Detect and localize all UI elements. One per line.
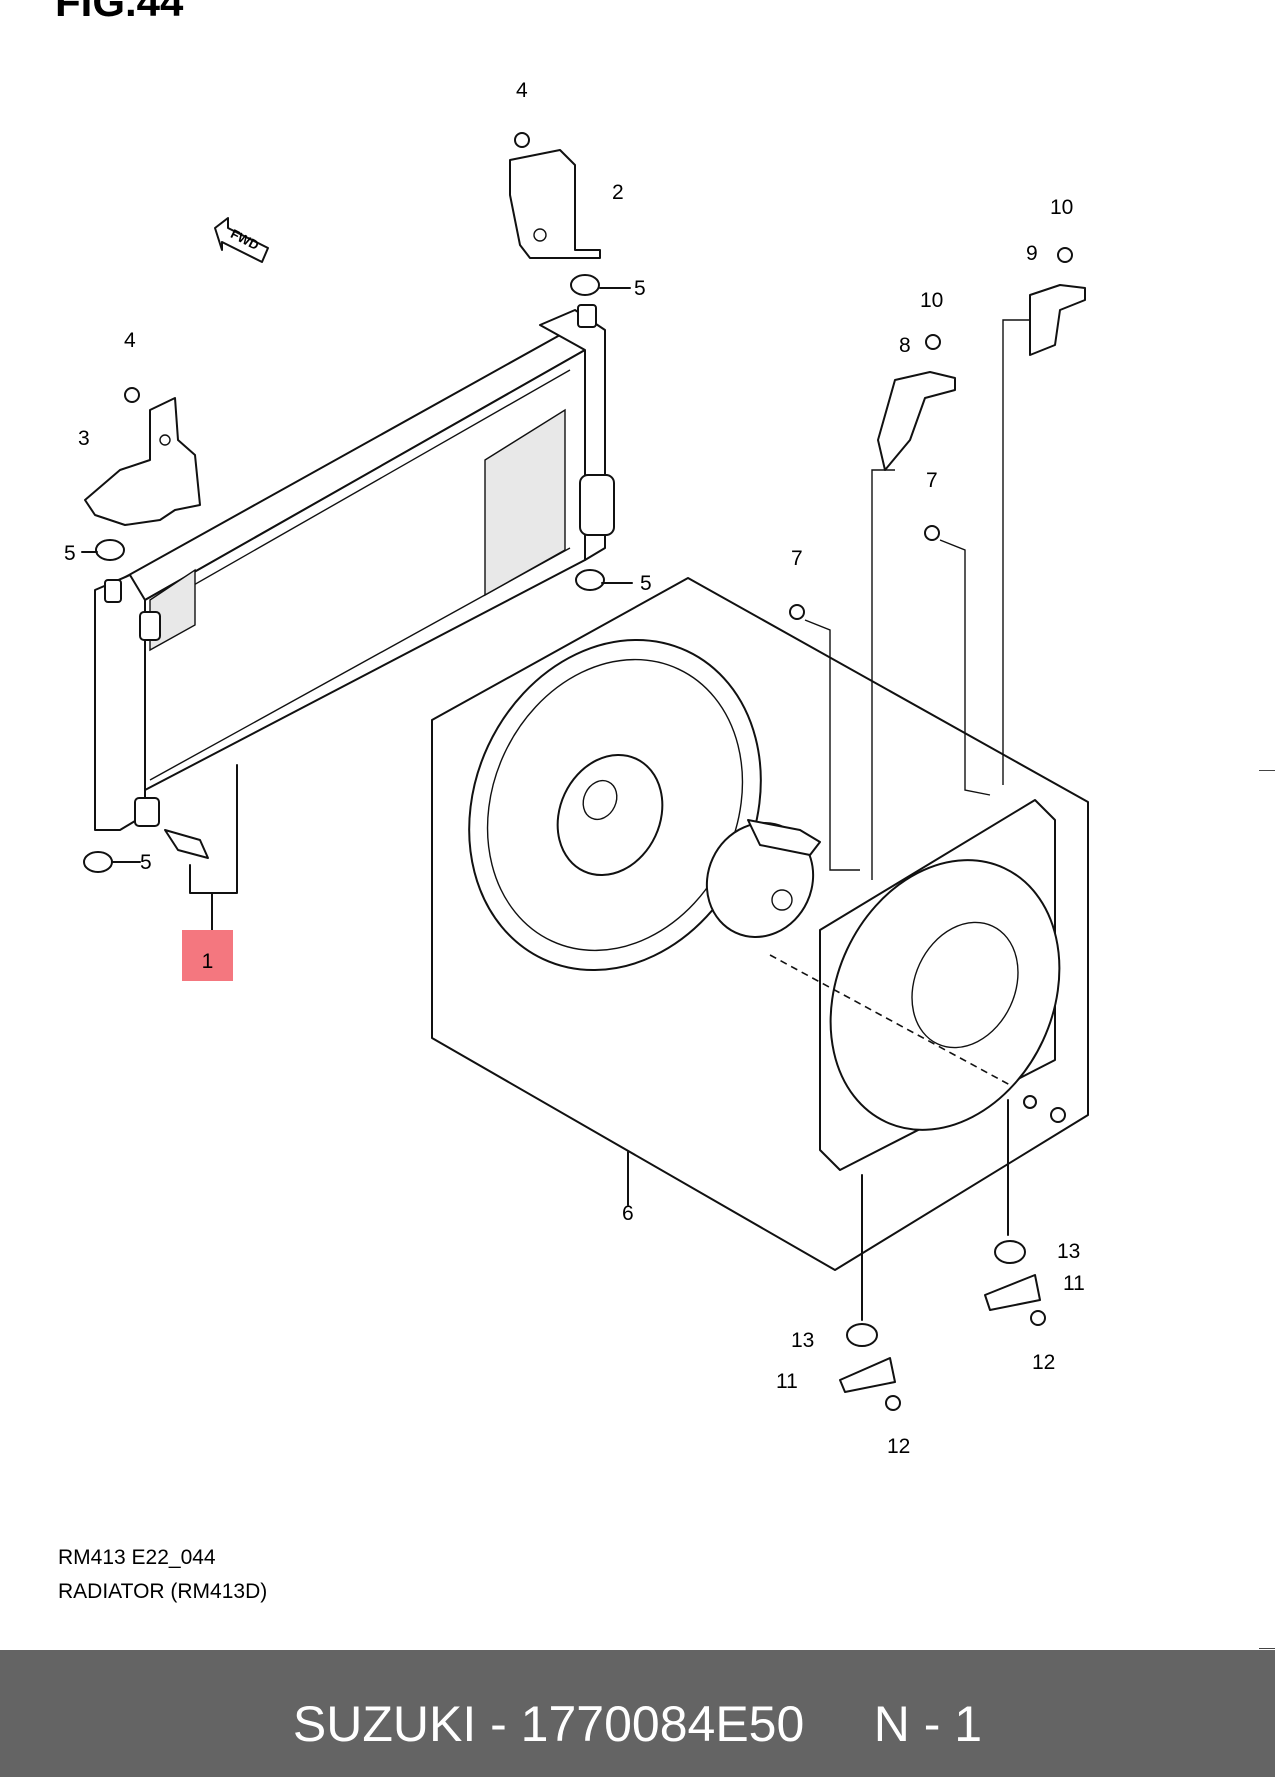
callout-10-left: 10 [920,289,944,312]
callout-2: 2 [612,181,624,204]
callout-5-bottom: 5 [140,851,152,874]
radiator-exploded-diagram [81,132,1089,1411]
highlighted-part-box[interactable] [182,930,233,981]
diagram-name: RADIATOR (RM413D) [58,1580,268,1603]
bracket-3 [84,397,201,526]
callout-12-left: 12 [887,1435,911,1458]
callout-5-left: 5 [64,542,76,565]
figure-title: FIG.44 [55,0,184,25]
radiator-right-tank [539,304,615,561]
bracket-8 [871,371,956,880]
callout-4-top: 4 [516,79,528,102]
callout-3: 3 [78,427,90,450]
callout-5-top: 5 [634,277,646,300]
bracket-2 [509,149,601,259]
diagram-code: RM413 E22_044 [58,1546,216,1569]
callout-1: 1 [201,950,214,973]
fan-motor [705,819,821,938]
footer-bar: SUZUKI - 1770084E50 N - 1 [0,1650,1275,1777]
callout-10-right: 10 [1050,196,1074,219]
bolt-7 [789,525,991,871]
callout-13-right: 13 [1057,1240,1081,1263]
edge-tick [1259,1648,1275,1649]
fan-assembly-box [431,577,1089,1271]
callout-11-right: 11 [1063,1272,1085,1295]
callout-7-right: 7 [926,469,938,492]
lower-mount-left [839,1174,901,1411]
bracket-9 [1002,284,1086,785]
callout-12-right: 12 [1032,1351,1056,1374]
callout-5-right: 5 [640,572,652,595]
part-number-text: SUZUKI - 1770084E50 N - 1 [292,1696,983,1752]
callout-11-left: 11 [776,1370,798,1393]
lower-mount-right [984,1095,1066,1326]
callout-8: 8 [899,334,911,357]
cooling-fan [468,638,762,972]
callout-13-left: 13 [791,1329,815,1352]
callout-7-left: 7 [791,547,803,570]
radiator-left-tank [94,574,161,831]
cushion-5 [81,274,633,873]
callout-4-left: 4 [124,329,136,352]
radiator-core [119,334,586,801]
callout-6: 6 [622,1202,634,1225]
edge-tick [1259,770,1275,771]
bolt-4 [124,132,530,403]
fwd-arrow [214,217,269,263]
bolt-10 [925,247,1073,350]
fan-shroud [769,799,1061,1171]
callout-9: 9 [1026,242,1038,265]
drain-plug [164,764,238,931]
